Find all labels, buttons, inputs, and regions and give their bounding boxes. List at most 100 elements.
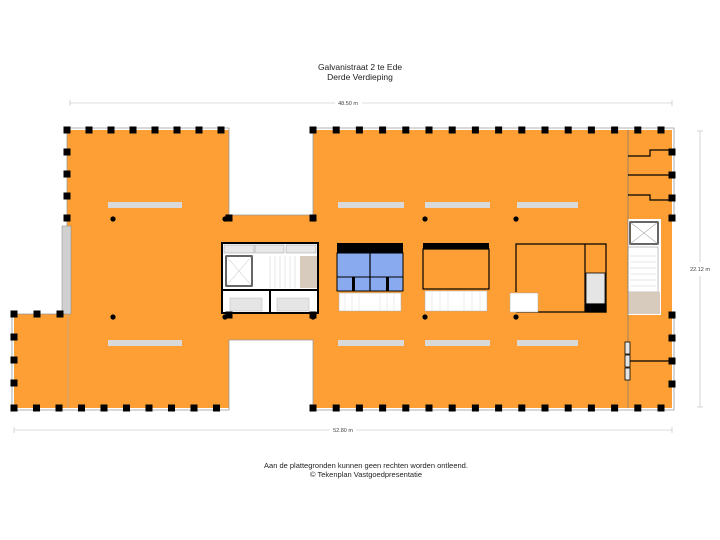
pillar (78, 404, 85, 412)
ceiling-fixture (517, 202, 578, 208)
pillar (668, 380, 676, 388)
pillar (190, 404, 198, 412)
pillar (10, 356, 18, 364)
pillar (495, 126, 503, 134)
pillar (213, 404, 220, 412)
pillar (10, 379, 18, 387)
pillar (10, 310, 18, 318)
pillar (668, 311, 676, 319)
pillar (56, 310, 64, 318)
pillar (541, 404, 549, 412)
pillar (355, 404, 363, 412)
pillar (100, 404, 108, 412)
plan-subtitle: Derde Verdieping (327, 72, 393, 82)
pillar (611, 404, 619, 412)
pillar (587, 404, 595, 412)
pillar (309, 311, 317, 319)
dimension-bottom (13, 427, 673, 433)
ceiling-fixture (108, 340, 182, 346)
pillar (668, 214, 676, 222)
pillar (668, 171, 676, 179)
window-strip (61, 225, 72, 315)
column (422, 216, 428, 222)
pillar (332, 404, 340, 412)
pillar (217, 126, 225, 134)
pillar (10, 404, 18, 412)
pillar (495, 404, 503, 412)
pillar (145, 404, 153, 412)
pillar (564, 126, 572, 134)
pillar (471, 404, 479, 412)
pillar (611, 126, 619, 134)
ceiling-fixture (425, 340, 490, 346)
pillar (355, 126, 363, 134)
pillar (668, 194, 676, 202)
pillar (402, 126, 410, 134)
pillar (173, 126, 181, 134)
dimension-bottom-label: 52.80 m (333, 428, 353, 434)
pillar (425, 126, 433, 134)
pillar (402, 404, 410, 412)
pillar (634, 404, 642, 412)
pillar (33, 404, 40, 412)
right-offices (628, 149, 672, 362)
pillar (379, 126, 387, 134)
column (110, 216, 116, 222)
pillar (448, 126, 456, 134)
pillar (518, 126, 526, 134)
pillar (63, 126, 71, 134)
pillar (63, 214, 71, 222)
pillar (634, 126, 642, 134)
pillar (657, 404, 665, 412)
pillar (33, 310, 41, 318)
fixtures (108, 202, 578, 346)
pillar (541, 126, 549, 134)
disclaimer-text: Aan de plattegronden kunnen geen rechten… (264, 461, 468, 470)
dimension-right-label: 22.12 m (690, 267, 710, 273)
core-stairs-left (221, 242, 319, 314)
pillar (448, 404, 456, 412)
pillar (587, 126, 595, 134)
ceiling-fixture (108, 202, 182, 208)
ceiling-fixture (517, 340, 578, 346)
dimension-top-label: 48.50 m (338, 101, 358, 107)
pillar (425, 404, 433, 412)
plan-title: Galvanistraat 2 te Ede (317, 62, 403, 72)
copyright-text: © Tekenplan Vastgoedpresentatie (310, 470, 422, 479)
pillar (471, 126, 479, 134)
pillar (63, 170, 71, 178)
pillar (309, 404, 317, 412)
column (513, 216, 519, 222)
pillar (129, 126, 137, 134)
ceiling-fixture (338, 340, 404, 346)
pillar (63, 148, 71, 156)
column (422, 314, 428, 320)
pillar (225, 214, 233, 222)
pillar (518, 404, 526, 412)
pillar (85, 126, 93, 134)
core-toilets (336, 243, 404, 312)
pillar (668, 357, 676, 365)
ceiling-fixture (338, 202, 404, 208)
core-room-right (509, 243, 607, 313)
column (513, 314, 519, 320)
pillar (668, 334, 676, 342)
stair-landing (628, 292, 660, 314)
core-room-middle (422, 243, 490, 312)
pillar (379, 404, 387, 412)
ceiling-fixture (425, 202, 490, 208)
pillar (168, 404, 175, 412)
pillar (10, 333, 18, 341)
pillar (668, 148, 676, 156)
pillar (151, 126, 159, 134)
pillar (657, 126, 665, 134)
pillar (564, 404, 572, 412)
column (110, 314, 116, 320)
pillar (309, 214, 317, 222)
floor-area (14, 130, 672, 408)
dimension-top (69, 100, 673, 106)
pillar (225, 311, 233, 319)
pillar (107, 126, 115, 134)
pillar (55, 404, 63, 412)
